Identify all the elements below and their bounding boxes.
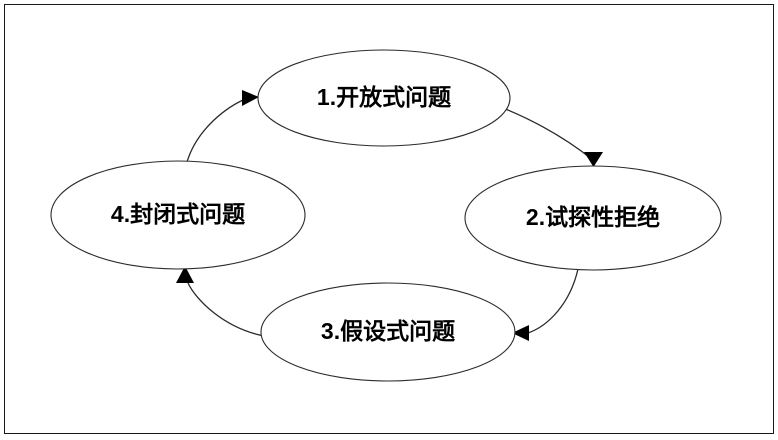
connector-closed-question-to-open-question — [186, 90, 259, 163]
node-open-question-label: 1.开放式问题 — [317, 84, 451, 110]
arrow-2-to-3-head-left-icon — [512, 325, 529, 341]
node-hypothetical-question[interactable]: 3.假设式问题 — [260, 282, 516, 382]
connector-hypothetical-question-to-closed-question — [176, 266, 265, 337]
node-closed-question-label: 4.封闭式问题 — [111, 201, 245, 227]
node-closed-question[interactable]: 4.封闭式问题 — [50, 160, 306, 270]
connector-open-question-to-tentative-refusal — [502, 107, 603, 167]
arrow-3-to-4-path — [187, 282, 265, 337]
arrow-1-to-2-path — [502, 107, 594, 161]
arrow-3-to-4-head-up-icon — [176, 266, 194, 283]
node-tentative-refusal[interactable]: 2.试探性拒绝 — [464, 165, 722, 271]
arrow-1-to-2-head-down-icon — [584, 152, 603, 167]
node-open-question[interactable]: 1.开放式问题 — [257, 49, 511, 147]
node-closed-question-shape[interactable] — [50, 160, 306, 270]
connector-tentative-refusal-to-hypothetical-question — [512, 268, 579, 341]
arrow-4-to-1-head-right-icon — [242, 90, 259, 106]
node-hypothetical-question-label: 3.假设式问题 — [321, 318, 455, 344]
node-hypothetical-question-shape[interactable] — [260, 282, 516, 382]
arrow-4-to-1-path — [186, 99, 244, 163]
node-open-question-shape[interactable] — [257, 49, 511, 147]
node-tentative-refusal-shape[interactable] — [464, 165, 722, 271]
arrow-2-to-3-path — [527, 268, 579, 334]
node-tentative-refusal-label: 2.试探性拒绝 — [526, 204, 660, 230]
